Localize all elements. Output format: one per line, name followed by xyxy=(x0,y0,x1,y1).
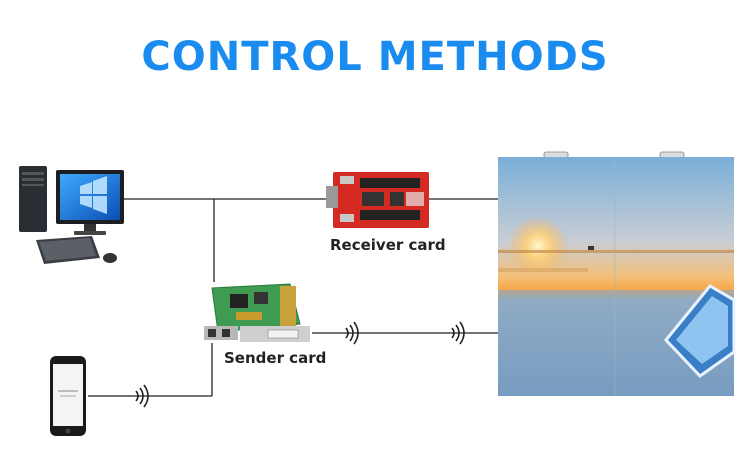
sender-card-label: Sender card xyxy=(224,349,327,367)
diagram-title: CONTROL METHODS xyxy=(141,34,609,80)
wireless-signal-icon xyxy=(345,321,359,345)
wireless-signal-icon xyxy=(135,384,149,408)
wireless-signal-icon xyxy=(451,321,465,345)
sender-card-icon xyxy=(204,283,310,342)
connection-lines xyxy=(88,198,498,397)
receiver-card-icon xyxy=(326,172,429,228)
smartphone-icon xyxy=(50,356,86,436)
led-screen-image xyxy=(498,151,736,396)
receiver-card-label: Receiver card xyxy=(330,236,446,254)
computer-icon xyxy=(19,166,124,264)
